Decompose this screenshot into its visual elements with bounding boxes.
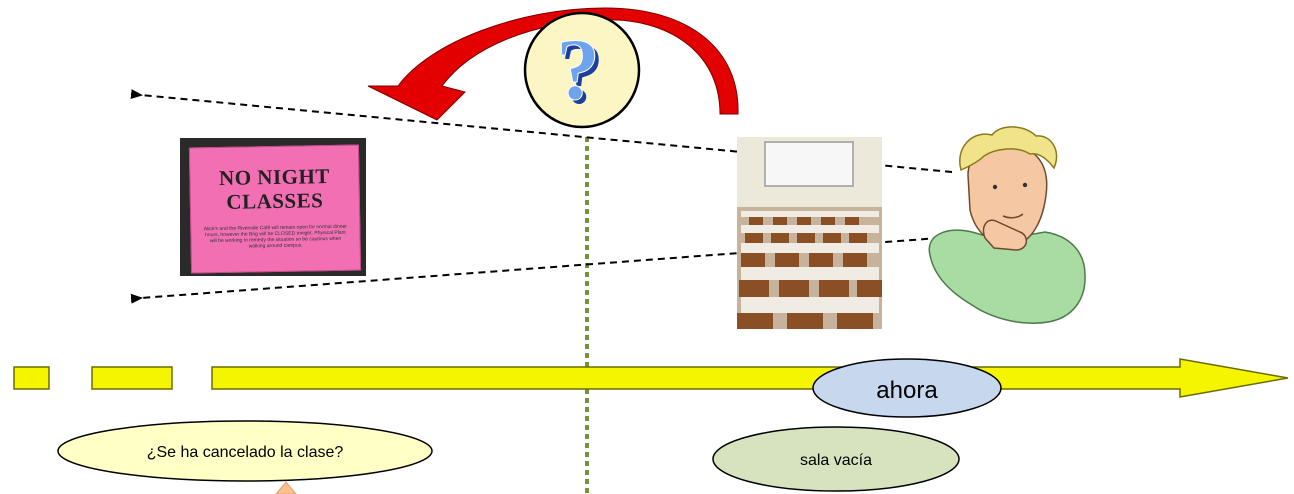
svg-text:?: ? (556, 22, 600, 119)
sign-small-print: Alice's and the Riverside Café will rema… (203, 223, 347, 250)
timeline-arrow (211, 358, 1289, 398)
question-mark-icon: ? ? (523, 11, 641, 129)
sign-card: NO NIGHT CLASSES Alice's and the Riversi… (188, 144, 362, 274)
empty-room-ellipse (712, 426, 960, 492)
callout-tail (275, 481, 297, 494)
classroom-illustration (737, 137, 882, 329)
empty-room-label: sala vacía (800, 452, 872, 469)
ahora-ellipse (812, 358, 1002, 418)
question-bubble-label: ¿Se ha cancelado la clase? (147, 444, 344, 461)
svg-text:?: ? (560, 26, 604, 123)
ahora-label: ahora (876, 377, 938, 404)
thinking-man-icon (928, 126, 1086, 324)
timeline-segment-1 (13, 366, 50, 390)
empty-classroom-photo (737, 137, 882, 329)
timeline-segment-2 (91, 366, 173, 390)
sign-title: NO NIGHT CLASSES (218, 164, 331, 214)
no-night-classes-photo: NO NIGHT CLASSES Alice's and the Riversi… (180, 138, 366, 276)
question-bubble (57, 420, 433, 482)
